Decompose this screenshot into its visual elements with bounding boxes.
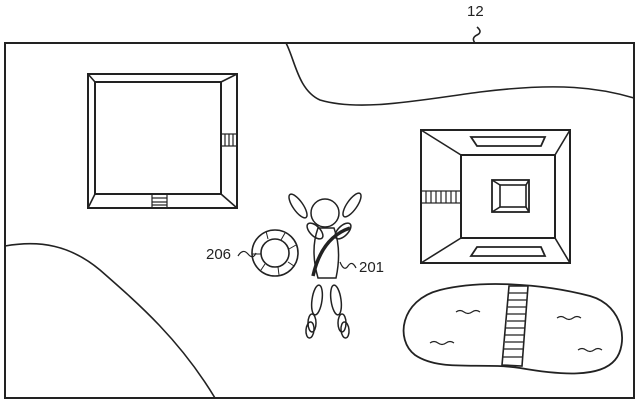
stairs-right bbox=[220, 133, 238, 147]
character-ref-label: 201 bbox=[359, 259, 385, 276]
figure-ref-label: 12 bbox=[467, 3, 484, 20]
ring-ref-label: 206 bbox=[206, 246, 232, 263]
top-shoreline bbox=[285, 42, 635, 106]
field-frame bbox=[4, 42, 635, 399]
stairs-bottom bbox=[151, 193, 168, 209]
stairs-left bbox=[420, 190, 462, 204]
leader-12 bbox=[472, 26, 481, 44]
player-character bbox=[288, 192, 362, 339]
pond-bridge bbox=[501, 285, 529, 367]
leader-206 bbox=[237, 250, 257, 258]
right-building bbox=[420, 129, 571, 264]
left-building bbox=[87, 73, 238, 209]
ring-item bbox=[251, 229, 299, 277]
left-shoreline bbox=[4, 242, 216, 399]
pond bbox=[402, 283, 623, 375]
leader-201 bbox=[339, 261, 357, 269]
